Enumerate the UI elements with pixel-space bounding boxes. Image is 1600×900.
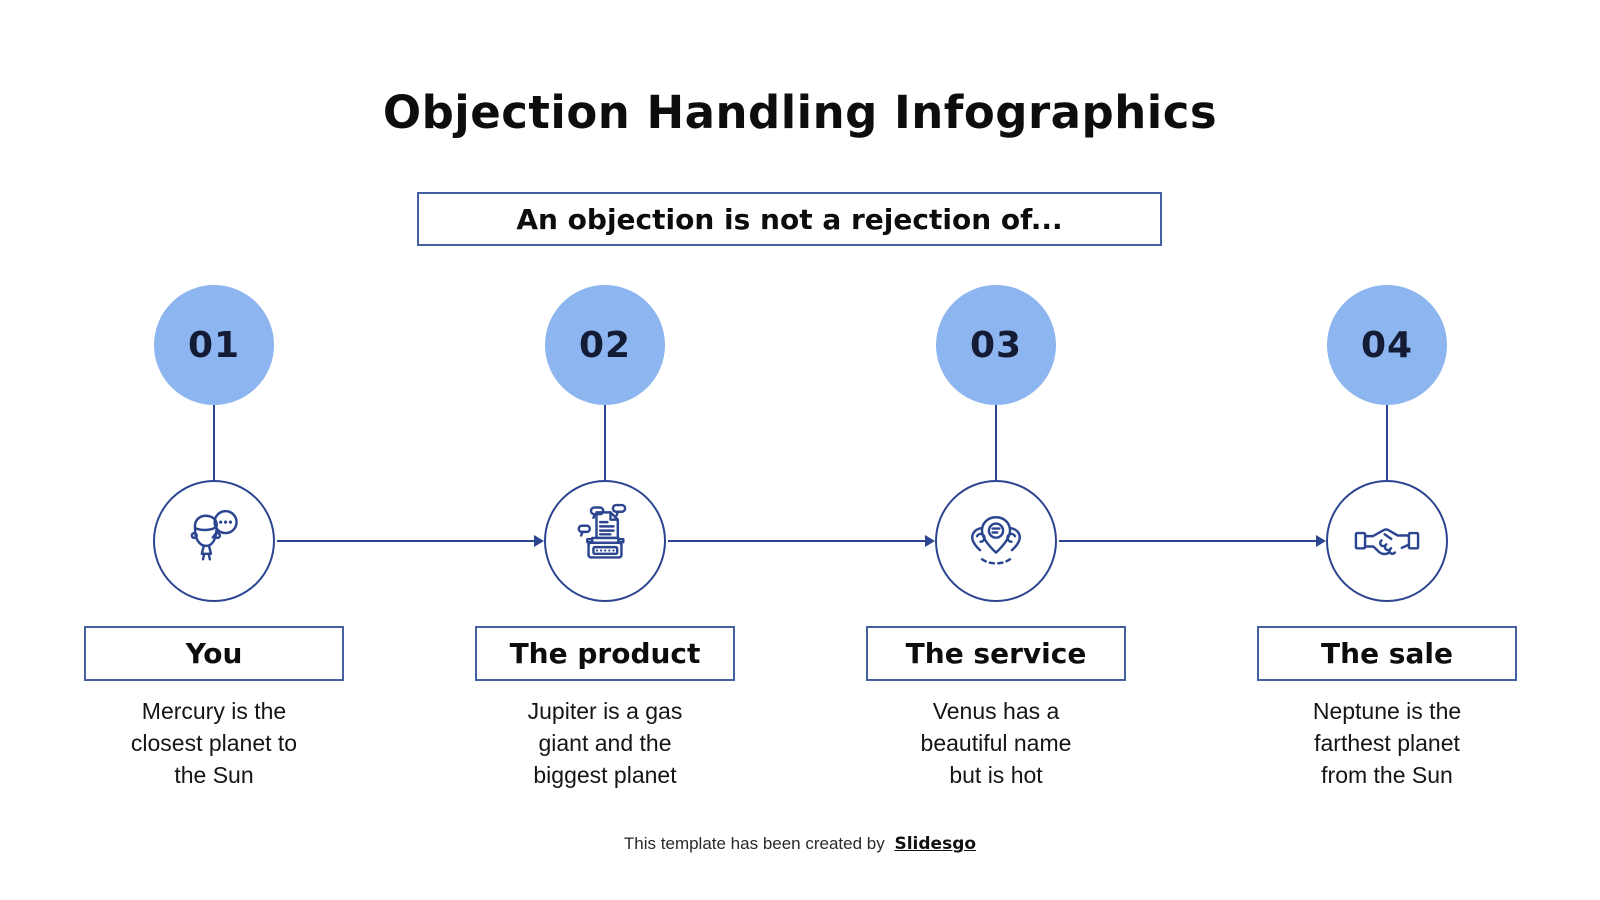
step-description: Neptune is the farthest planet from the … — [1312, 698, 1462, 788]
step-number-badge: 04 — [1327, 285, 1447, 405]
step-column-2: 02 — [455, 0, 755, 900]
subtitle-box: An objection is not a rejection of... — [417, 192, 1162, 246]
step-label: You — [185, 637, 243, 670]
slidesgo-link[interactable]: Slidesgo — [894, 834, 977, 854]
step-label: The product — [509, 637, 701, 670]
step-number: 03 — [969, 324, 1023, 366]
step-icon-circle — [544, 480, 666, 602]
slide-title: Objection Handling Infographics — [382, 86, 1218, 139]
step-number-badge: 01 — [154, 285, 274, 405]
step-label-box: The product — [475, 626, 735, 681]
footer-credit: This template has been created by Slides… — [0, 834, 1600, 854]
step-icon-circle — [935, 480, 1057, 602]
step-icon-circle — [153, 480, 275, 602]
step-column-4: 04 The sale Neptune is the farthest plan… — [1237, 0, 1537, 900]
step-number: 02 — [578, 324, 632, 366]
step-column-3: 03 The service Venus has a beautiful nam… — [846, 0, 1146, 900]
subtitle-text: An objection is not a rejection of... — [516, 202, 1063, 236]
person-talking-icon — [190, 509, 238, 561]
step-label-box: You — [84, 626, 344, 681]
vertical-connector — [995, 405, 997, 481]
vertical-connector — [213, 405, 215, 481]
footer-text: This template has been created by — [623, 834, 885, 853]
vertical-connector — [604, 405, 606, 481]
arrow-connector-3 — [1059, 535, 1326, 547]
arrow-connector-1 — [277, 535, 544, 547]
step-label: The sale — [1321, 637, 1453, 670]
step-number: 04 — [1360, 324, 1414, 366]
step-number-badge: 02 — [545, 285, 665, 405]
typewriter-icon — [577, 503, 627, 559]
step-number: 01 — [187, 324, 241, 366]
step-number-badge: 03 — [936, 285, 1056, 405]
step-label: The service — [905, 637, 1087, 670]
step-icon-circle — [1326, 480, 1448, 602]
step-description: Jupiter is a gas giant and the biggest p… — [527, 698, 683, 788]
handshake-icon — [1354, 528, 1420, 556]
arrow-connector-2 — [668, 535, 935, 547]
step-label-box: The sale — [1257, 626, 1517, 681]
location-pins-chat-icon — [971, 516, 1021, 565]
step-column-1: 01 You Mercury is the closest planet t — [64, 0, 364, 900]
step-label-box: The service — [866, 626, 1126, 681]
step-description: Venus has a beautiful name but is hot — [920, 698, 1072, 788]
step-description: Mercury is the closest planet to the Sun — [130, 698, 298, 788]
vertical-connector — [1386, 405, 1388, 481]
